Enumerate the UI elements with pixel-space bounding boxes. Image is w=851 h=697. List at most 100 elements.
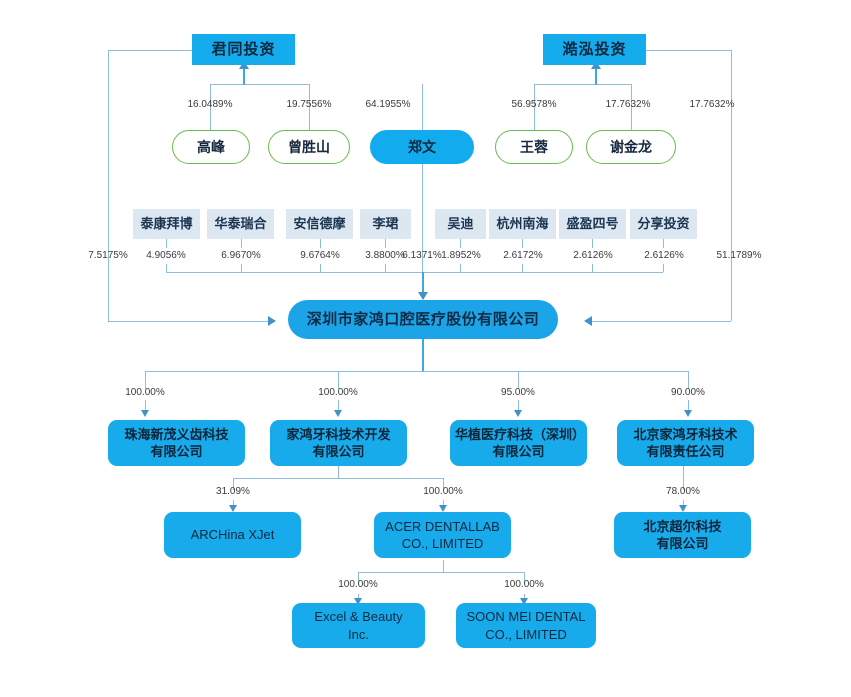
- connector-zhengwen-down: [422, 164, 423, 272]
- sub-box-line2: CO., LIMITED: [401, 536, 484, 551]
- pct-sub-archina-xjet: 31.09%: [216, 486, 250, 497]
- connector-inst-6-stub: [522, 239, 523, 248]
- arrow-into-chaoer: [679, 505, 687, 512]
- pct-zhengwen-direct: 6.1371%: [402, 250, 442, 261]
- pct-lijun: 3.8800%: [365, 250, 405, 261]
- connector-company-down: [422, 339, 424, 371]
- sub-box-line2: Inc.: [348, 626, 369, 642]
- pct-zhengwen-to-haohong: 17.7632%: [605, 99, 651, 110]
- connector-inst-6-drop: [522, 264, 523, 272]
- connector-haohong-stem: [595, 68, 597, 85]
- connector-inst-8-stub: [663, 239, 664, 248]
- connector-juntong-to-company-h: [108, 321, 268, 322]
- sub-box-line1: SOON MEI DENTAL: [466, 609, 586, 625]
- connector-zengshengshan-up: [309, 84, 310, 130]
- connector-acer-bus: [358, 572, 524, 573]
- connector-sub-2-drop2: [338, 400, 339, 412]
- person-pill-zengshengshan[interactable]: 曾胜山: [268, 130, 350, 164]
- connector-wangrong-up: [534, 84, 535, 130]
- connector-soonmei-drop: [524, 572, 525, 584]
- sub-box-line1: ACER DENTALLAB: [385, 518, 500, 534]
- connector-haohong-bus: [534, 84, 631, 85]
- pct-sub-excel-beauty: 100.00%: [338, 579, 378, 590]
- connector-inst-7-stub: [592, 239, 593, 248]
- person-pill-xiejinlong[interactable]: 谢金龙: [586, 130, 676, 164]
- arrow-into-acer: [439, 505, 447, 512]
- arrow-into-excel: [354, 598, 362, 605]
- sub-box-line1: 珠海新茂义齿科技: [124, 426, 229, 442]
- inst-box-huatai-ruihe[interactable]: 华泰瑞合: [207, 209, 274, 239]
- fund-box-juntong[interactable]: 君同投资: [192, 34, 295, 65]
- pct-sub-huazhi-medical: 95.00%: [501, 387, 535, 398]
- fund-box-haohong[interactable]: 澔泓投资: [543, 34, 646, 65]
- person-pill-wangrong[interactable]: 王蓉: [495, 130, 573, 164]
- arrow-into-sub-4: [684, 410, 692, 417]
- inst-box-lijun[interactable]: 李珺: [360, 209, 411, 239]
- connector-chaoer-drop: [683, 500, 684, 507]
- sub-box-line1: 华植医疗科技（深圳）: [455, 426, 586, 442]
- sub-box-beijing-jiahong[interactable]: 北京家鸿牙科技术 有限责任公司: [617, 420, 754, 466]
- main-company[interactable]: 深圳市家鸿口腔医疗股份有限公司: [288, 300, 558, 339]
- connector-archina-drop: [233, 478, 234, 490]
- connector-haohong-to-company-h: [592, 321, 731, 322]
- pct-sub-soon-mei-dental: 100.00%: [504, 579, 544, 590]
- connector-acer-stem: [443, 560, 444, 572]
- sub-box-line2: CO., LIMITED: [485, 626, 567, 642]
- connector-sub-4-drop2: [688, 400, 689, 412]
- arrow-into-sub-1: [141, 410, 149, 417]
- inst-box-hangzhou-nanhai[interactable]: 杭州南海: [489, 209, 556, 239]
- arrow-into-sub-3: [514, 410, 522, 417]
- connector-inst-4-stub: [385, 239, 386, 248]
- connector-shareholder-bus: [166, 272, 663, 273]
- pct-huatai-ruihe: 6.9670%: [221, 250, 261, 261]
- connector-beijing-jiahong-stem: [683, 466, 684, 490]
- connector-sub-2-drop: [338, 371, 339, 389]
- connector-inst-5-stub: [460, 239, 461, 248]
- connector-haohong-right-v: [731, 50, 732, 321]
- pct-zengshengshan: 19.7556%: [286, 99, 332, 110]
- pct-fenxiang-touzi: 2.6126%: [644, 250, 684, 261]
- connector-archina-drop2: [233, 500, 234, 507]
- inst-box-taikang-baibo[interactable]: 泰康拜博: [133, 209, 200, 239]
- sub-box-huazhi-medical[interactable]: 华植医疗科技（深圳） 有限公司: [450, 420, 587, 466]
- connector-gaofeng-up: [210, 84, 211, 130]
- pct-shengying-no4: 2.6126%: [573, 250, 613, 261]
- sub-box-acer-dentallab[interactable]: ACER DENTALLAB CO., LIMITED: [374, 512, 511, 558]
- person-pill-zhengwen[interactable]: 郑文: [370, 130, 474, 164]
- inst-box-fenxiang-touzi[interactable]: 分享投资: [630, 209, 697, 239]
- connector-sub-1-drop: [145, 371, 146, 389]
- pct-sub-jiahong-dental-tech: 100.00%: [318, 387, 358, 398]
- connector-xiejinlong-up: [631, 84, 632, 130]
- connector-inst-3-drop: [320, 264, 321, 272]
- inst-box-anxin-demo[interactable]: 安信德摩: [286, 209, 353, 239]
- connector-inst-1-stub: [166, 239, 167, 248]
- sub-box-beijing-chaoer[interactable]: 北京超尔科技 有限公司: [614, 512, 751, 558]
- arrow-into-soonmei: [520, 598, 528, 605]
- sub-box-jiahong-dental-tech[interactable]: 家鸿牙科技术开发 有限公司: [270, 420, 407, 466]
- sub-box-line1: 北京家鸿牙科技术: [633, 426, 738, 442]
- connector-inst-2-drop: [241, 264, 242, 272]
- pct-sub-zhuhai-xinmao: 100.00%: [125, 387, 165, 398]
- connector-inst-7-drop: [592, 264, 593, 272]
- connector-juntong-bus: [210, 84, 309, 85]
- sub-box-excel-beauty[interactable]: Excel & Beauty Inc.: [292, 603, 425, 648]
- sub-box-line2: 有限公司: [656, 536, 709, 551]
- arrow-into-archina: [229, 505, 237, 512]
- sub-box-archina-xjet[interactable]: ARCHina XJet: [164, 512, 301, 558]
- pct-wudi: 1.8952%: [441, 250, 481, 261]
- sub-box-line1: Excel & Beauty: [314, 609, 403, 625]
- pct-xiejinlong: 17.7632%: [689, 99, 735, 110]
- arrow-into-juntong: [239, 61, 249, 69]
- connector-excel-drop: [358, 572, 359, 584]
- person-pill-gaofeng[interactable]: 高峰: [172, 130, 250, 164]
- inst-box-shengying-no4[interactable]: 盛盈四号: [559, 209, 626, 239]
- sub-box-line2: 有限责任公司: [646, 444, 725, 459]
- pct-left-outer: 7.5175%: [88, 250, 128, 261]
- inst-box-wudi[interactable]: 吴迪: [435, 209, 486, 239]
- sub-box-zhuhai-xinmao[interactable]: 珠海新茂义齿科技 有限公司: [108, 420, 245, 466]
- arrow-into-haohong: [591, 61, 601, 69]
- pct-right-outer: 51.1789%: [716, 250, 762, 261]
- pct-anxin-demo: 9.6764%: [300, 250, 340, 261]
- sub-box-soon-mei-dental[interactable]: SOON MEI DENTAL CO., LIMITED: [456, 603, 596, 648]
